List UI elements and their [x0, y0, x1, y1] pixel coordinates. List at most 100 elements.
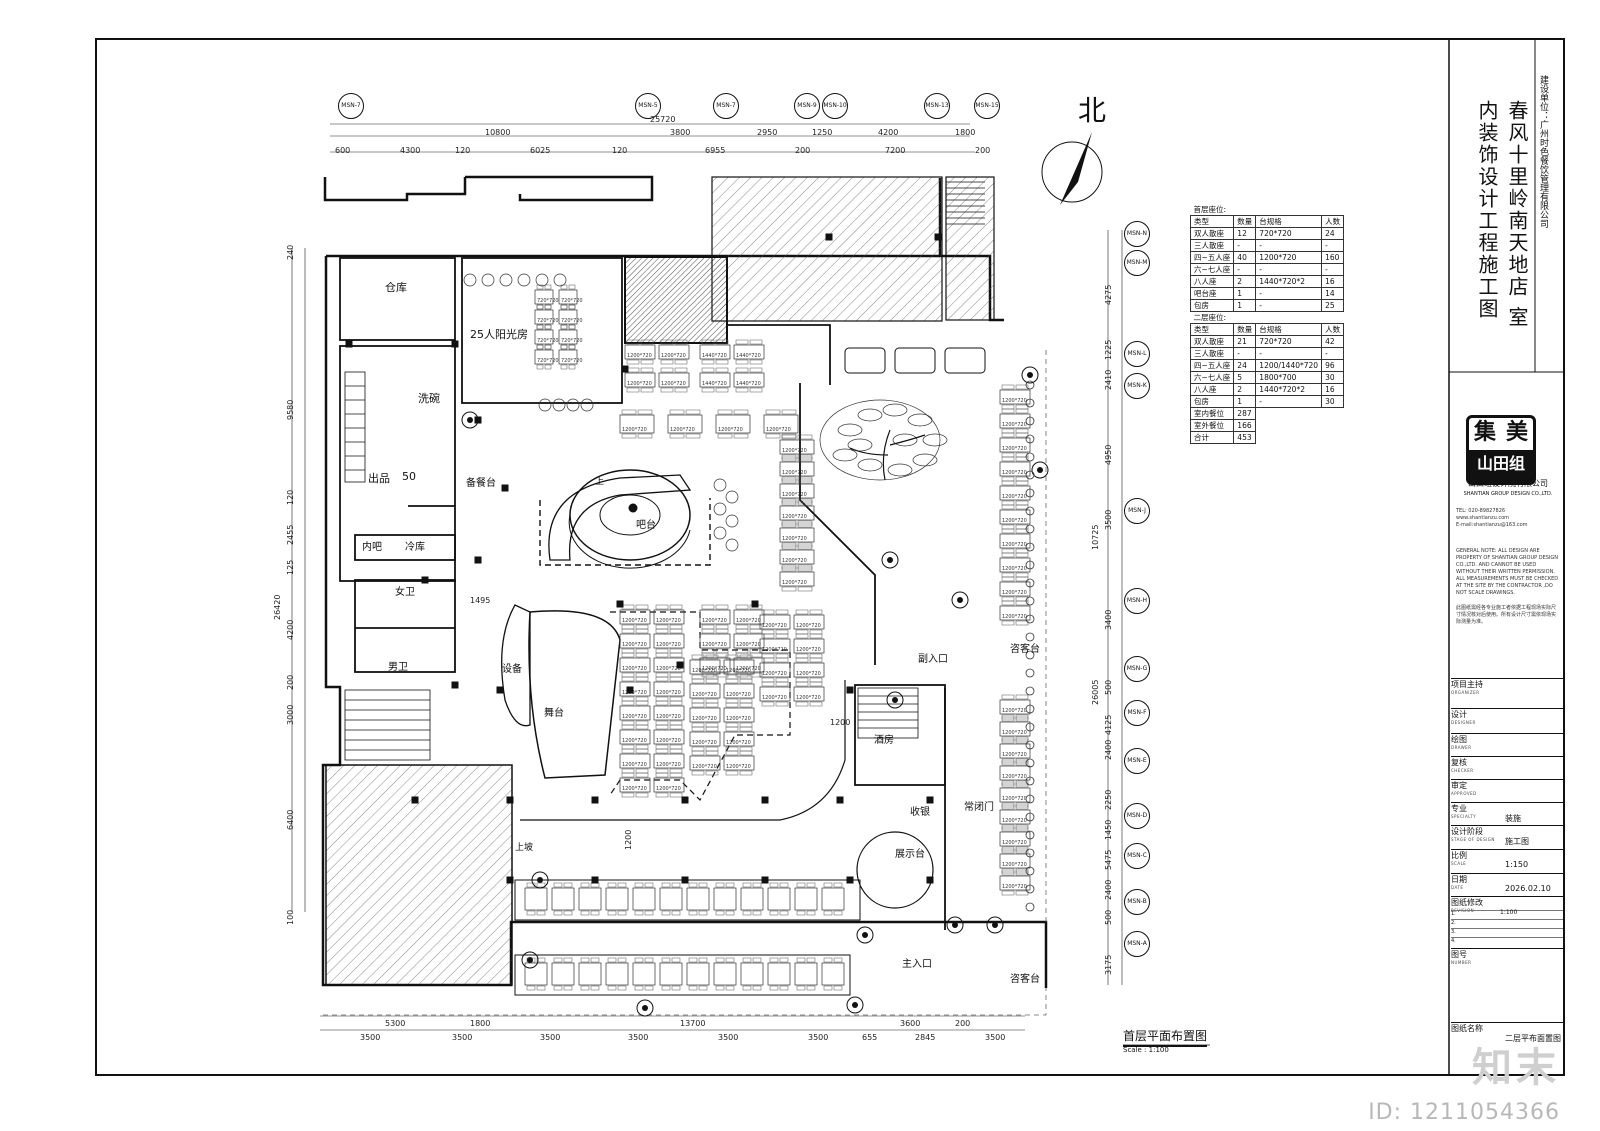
table-set: 1200*720 [653, 604, 685, 630]
table-set: 720*720 [558, 344, 583, 370]
dimension-text: 9580 [286, 399, 295, 420]
seat-cell: - [1233, 347, 1257, 360]
seat-cell: 16 [1321, 275, 1345, 288]
column [846, 876, 854, 884]
grid-tag-right: MSN-A [1124, 931, 1150, 957]
table-size-label: 1200*720 [656, 618, 681, 624]
column [621, 365, 629, 373]
grid-tag-right: MSN-G [1124, 656, 1150, 682]
room-male-wc: 男卫 [388, 662, 408, 673]
table-set: 720*720 [558, 304, 583, 330]
dimension-text: 1495 [470, 596, 491, 605]
table-set: 1200*720 [999, 760, 1031, 786]
table-set: 1200*720 [658, 367, 690, 393]
seat-cell: - [1255, 287, 1323, 300]
table-set: 1200*720 [689, 726, 721, 752]
column [591, 796, 599, 804]
dimension-text: 10725 [1091, 524, 1100, 550]
hedge [1025, 488, 1035, 498]
table-set: 720*720 [558, 284, 583, 310]
dimension-text: 10800 [485, 128, 511, 137]
stool [725, 538, 739, 552]
table-size-label: 1200*720 [622, 690, 647, 696]
table-size-label: 1200*720 [1002, 818, 1027, 824]
seat-cell: 5 [1233, 371, 1257, 384]
dimension-text: 1800 [470, 1019, 491, 1028]
table-set: 1200*720 [699, 628, 731, 654]
seat-cell: 六~七人座 [1189, 263, 1235, 276]
table-set: 1200*720 [999, 804, 1031, 830]
table-set: 1200*720 [759, 609, 791, 635]
hedge [1025, 380, 1035, 390]
table-set [551, 957, 575, 991]
dimension-text: 120 [455, 146, 471, 155]
seat-header: 类型数量台规格人数 [1189, 323, 1345, 336]
grid-tag-top: MSN-10 [822, 93, 848, 119]
table-set: 1200*720 [619, 772, 651, 798]
table-set [524, 882, 548, 916]
table-set: 1440*720 [733, 339, 765, 365]
room-sunroom: 25人阳光房 [470, 328, 528, 341]
table-size-label: 1200*720 [782, 470, 807, 476]
table-set: 1200*720 [999, 870, 1031, 896]
table-size-label: 1200*720 [656, 642, 681, 648]
table-size-label: 1200*720 [796, 695, 821, 701]
table-set: 1200*720 [999, 694, 1031, 720]
table-set: 1200*720 [624, 339, 656, 365]
table-set: 1200*720 [779, 522, 815, 548]
table-set: 1200*720 [689, 750, 721, 776]
hedge [1025, 650, 1035, 660]
table-size-label: 720*720 [561, 318, 583, 324]
firm-web: www.shantianzu.com [1456, 515, 1510, 521]
dimension-text: 5300 [385, 1019, 406, 1028]
table-size-label: 1200*720 [622, 714, 647, 720]
dimension-text: 26005 [1091, 679, 1100, 705]
table-set: 1200*720 [793, 609, 825, 635]
table-size-label: 1200*720 [692, 692, 717, 698]
table-size-label: 1200*720 [726, 716, 751, 722]
table-set: 1200*720 [779, 434, 815, 460]
stool [725, 490, 739, 504]
dimension-text: 500 [1104, 679, 1113, 695]
hedge [1025, 812, 1035, 822]
dimension-text: 4275 [1104, 284, 1113, 305]
seat-cell: 1200*720 [1255, 251, 1323, 264]
dimension-text: 200 [286, 674, 295, 690]
table-size-label: 1200*720 [692, 716, 717, 722]
table-set: 1200*720 [999, 456, 1031, 482]
column [681, 796, 689, 804]
site-boundary-dashed [323, 988, 1047, 1016]
hedge [1025, 578, 1035, 588]
dimension-text: 6955 [705, 146, 726, 155]
table-size-label: 1200*720 [782, 514, 807, 520]
stool [580, 398, 594, 412]
hedge [1025, 470, 1035, 480]
hedge [1025, 632, 1035, 642]
seat-cell: 1 [1233, 395, 1257, 408]
dining-boundary-curve [520, 680, 846, 821]
column [934, 233, 942, 241]
seat-cell: 96 [1321, 359, 1345, 372]
dimension-text: 3500 [718, 1033, 739, 1042]
table-set: 1200*720 [733, 628, 765, 654]
table-set [659, 957, 683, 991]
dimension-text: 2950 [757, 128, 778, 137]
table-set: 1200*720 [723, 702, 755, 728]
table-set: 1200*720 [619, 409, 655, 439]
table-set [605, 882, 629, 916]
table-size-label: 1200*720 [622, 762, 647, 768]
table-set [605, 957, 629, 991]
hedge [1025, 506, 1035, 516]
stairs-northeast [946, 181, 985, 225]
title-block-sub: DRAWER [1451, 745, 1472, 750]
general-notes-cn: 此图纸需经各专业施工者依据工程现场实际尺寸情况核对后使用。所有设计尺寸需依现场实… [1456, 605, 1557, 625]
table-size-label: 1200*720 [762, 623, 787, 629]
table-size-label: 720*720 [561, 298, 583, 304]
seat-cell: 1440*720*2 [1255, 275, 1323, 288]
seat-cell: 八人座 [1189, 275, 1235, 288]
table-set [632, 882, 656, 916]
table-set: 1200*720 [689, 678, 721, 704]
